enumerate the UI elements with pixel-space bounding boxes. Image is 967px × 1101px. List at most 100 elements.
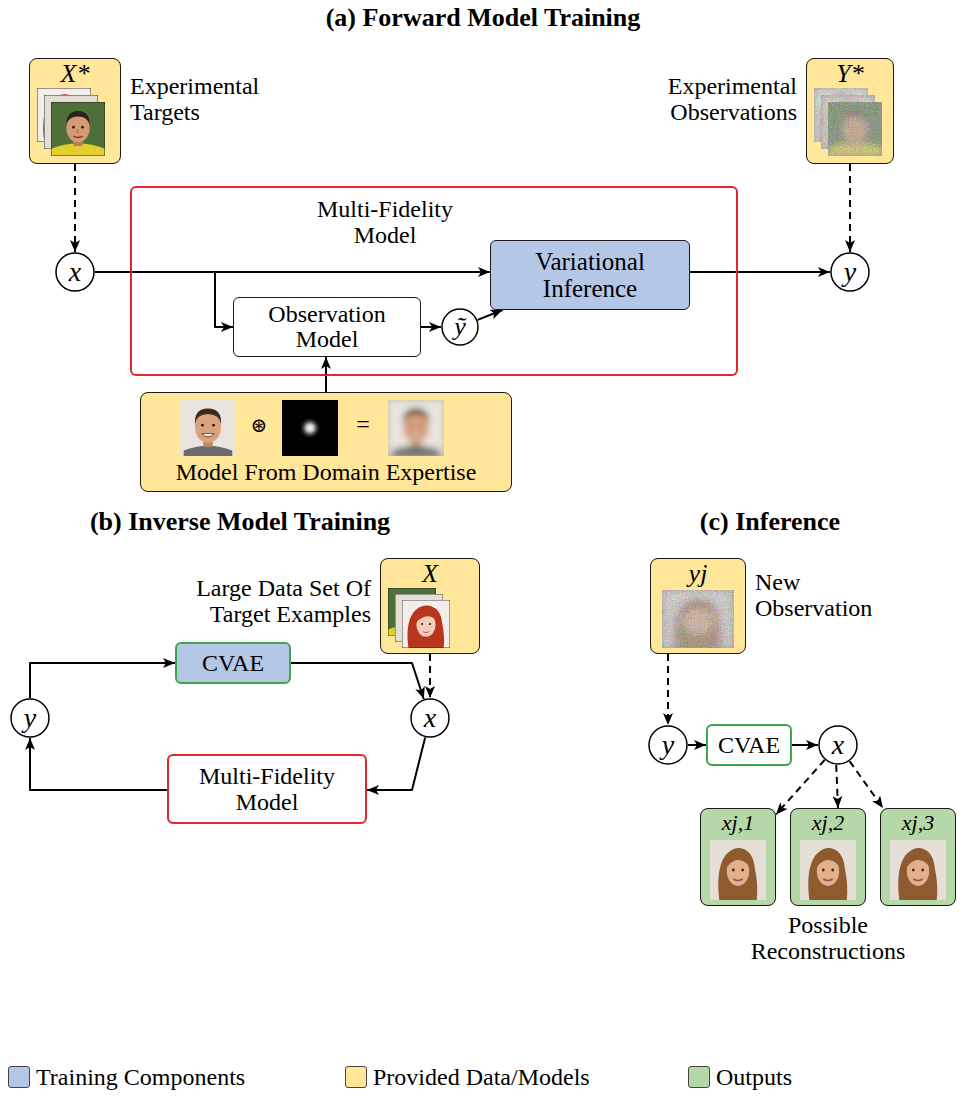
text-slot: CVAE — [177, 644, 289, 682]
box-caption: Experimental Targets — [130, 73, 330, 126]
face-photo — [51, 102, 105, 156]
circle-shape — [11, 699, 49, 737]
legend-label: Training Components — [36, 1064, 245, 1090]
circle-shape — [411, 699, 449, 737]
legend-label: Provided Data/Models — [373, 1064, 590, 1090]
variable-node: x — [410, 698, 450, 738]
math-symbol: y — [24, 704, 36, 732]
box-label: Multi-Fidelity Model — [177, 763, 357, 816]
text-slot: (a) Forward Model Training — [183, 4, 783, 33]
math-symbol: ỹ — [454, 314, 466, 340]
face-photo — [402, 600, 450, 648]
connector-group — [30, 164, 883, 814]
dashed-arrow — [849, 164, 851, 252]
box-caption: Large Data Set Of Target Examples — [171, 575, 371, 628]
data-box: X*Experimental Targets — [29, 58, 121, 164]
face-photo — [180, 400, 236, 456]
text-slot: ⊛ — [244, 414, 274, 436]
math-symbol: Y* — [807, 60, 893, 89]
math-symbol: y — [844, 258, 856, 286]
text-slot: y — [10, 698, 50, 738]
output-box: xj,3 — [880, 808, 956, 906]
reconstruction-photo — [890, 840, 946, 900]
network-box: CVAE — [175, 642, 291, 684]
text-slot: Experimental Targets — [130, 73, 330, 126]
math-symbol: x — [832, 731, 844, 759]
output-box: xj,1 — [700, 808, 776, 906]
data-box: yjNew Observation — [650, 558, 746, 654]
model-group: Observation Model ỹ Variational Inference M… — [130, 186, 738, 376]
text-slot: x — [818, 725, 858, 765]
text-slot: y — [830, 252, 870, 292]
box-caption: Experimental Observations — [587, 73, 797, 126]
text-slot: Large Data Set Of Target Examples — [171, 575, 371, 628]
operator-symbol: ⊛ — [244, 414, 274, 436]
output-box: xj,2 — [790, 808, 866, 906]
text-slot: Variational Inference — [491, 241, 689, 309]
text-slot: Multi-Fidelity Model — [285, 196, 485, 249]
data-box: XLarge Data Set Of Target Examples — [380, 558, 480, 654]
noisy-photo — [662, 590, 734, 648]
model-box: Model From Domain Expertise — [140, 392, 512, 492]
caption-label: Possible Reconstructions — [728, 912, 928, 965]
flow-arrow — [30, 738, 167, 790]
box-label: Variational Inference — [500, 248, 680, 303]
dashed-arrow — [836, 765, 838, 808]
variable-node: y — [648, 725, 688, 765]
legend-swatch — [688, 1066, 710, 1088]
text-slot: Multi-Fidelity Model — [169, 756, 365, 822]
text-slot: X* — [30, 60, 120, 89]
text-slot: (b) Inverse Model Training — [20, 508, 460, 537]
dashed-arrow — [429, 654, 431, 698]
flow-arrow — [95, 272, 233, 327]
box-label: Model From Domain Expertise — [141, 459, 511, 485]
network-box: CVAE — [706, 724, 792, 766]
flow-arrow — [291, 663, 424, 699]
flow-arrow — [30, 663, 175, 698]
math-symbol: yj — [651, 560, 745, 589]
math-symbol: y — [662, 731, 674, 759]
data-box: Y*Experimental Observations — [806, 58, 894, 164]
psf-kernel — [282, 400, 338, 456]
reconstruction-photo — [710, 840, 766, 900]
text-slot: xj,1 — [701, 811, 775, 835]
variable-node: y — [10, 698, 50, 738]
variable-node: x — [818, 725, 858, 765]
legend-item: Provided Data/Models — [345, 1064, 590, 1090]
operator-symbol: = — [348, 411, 378, 437]
dashed-arrow — [667, 654, 669, 725]
training-box: Variational Inference — [490, 240, 690, 310]
dashed-arrow — [74, 164, 76, 252]
reconstruction-photo — [800, 840, 856, 900]
box-label: CVAE — [718, 732, 780, 758]
panel-title: (b) Inverse Model Training — [20, 508, 460, 537]
box-fill — [140, 392, 512, 492]
text-slot: CVAE — [708, 726, 790, 764]
group-title: Multi-Fidelity Model — [285, 196, 485, 249]
legend-label: Outputs — [716, 1064, 792, 1090]
circle-shape — [442, 309, 478, 345]
math-symbol: X — [381, 560, 479, 589]
variable-node: ỹ — [441, 308, 479, 346]
text-slot: Y* — [807, 60, 893, 89]
text-slot: yj — [651, 560, 745, 589]
flow-arrow — [367, 737, 425, 790]
math-symbol: x — [424, 704, 436, 732]
flow-arrow — [690, 271, 830, 273]
box-fill — [806, 58, 894, 164]
legend-item: Outputs — [688, 1064, 792, 1090]
panel-title: (a) Forward Model Training — [183, 4, 783, 33]
blurred-photo — [388, 400, 444, 456]
box-fill — [29, 58, 121, 164]
text-slot: Experimental Observations — [587, 73, 797, 126]
text-slot: xj,2 — [791, 811, 865, 835]
variable-node: x — [55, 252, 95, 292]
circle-shape — [56, 253, 94, 291]
math-symbol: xj,3 — [881, 811, 955, 835]
flow-arrow — [478, 310, 503, 320]
box-label: Observation Model — [247, 302, 407, 352]
math-symbol: xj,1 — [701, 811, 775, 835]
text-slot: Observation Model — [234, 298, 420, 356]
box-fill — [880, 808, 956, 906]
